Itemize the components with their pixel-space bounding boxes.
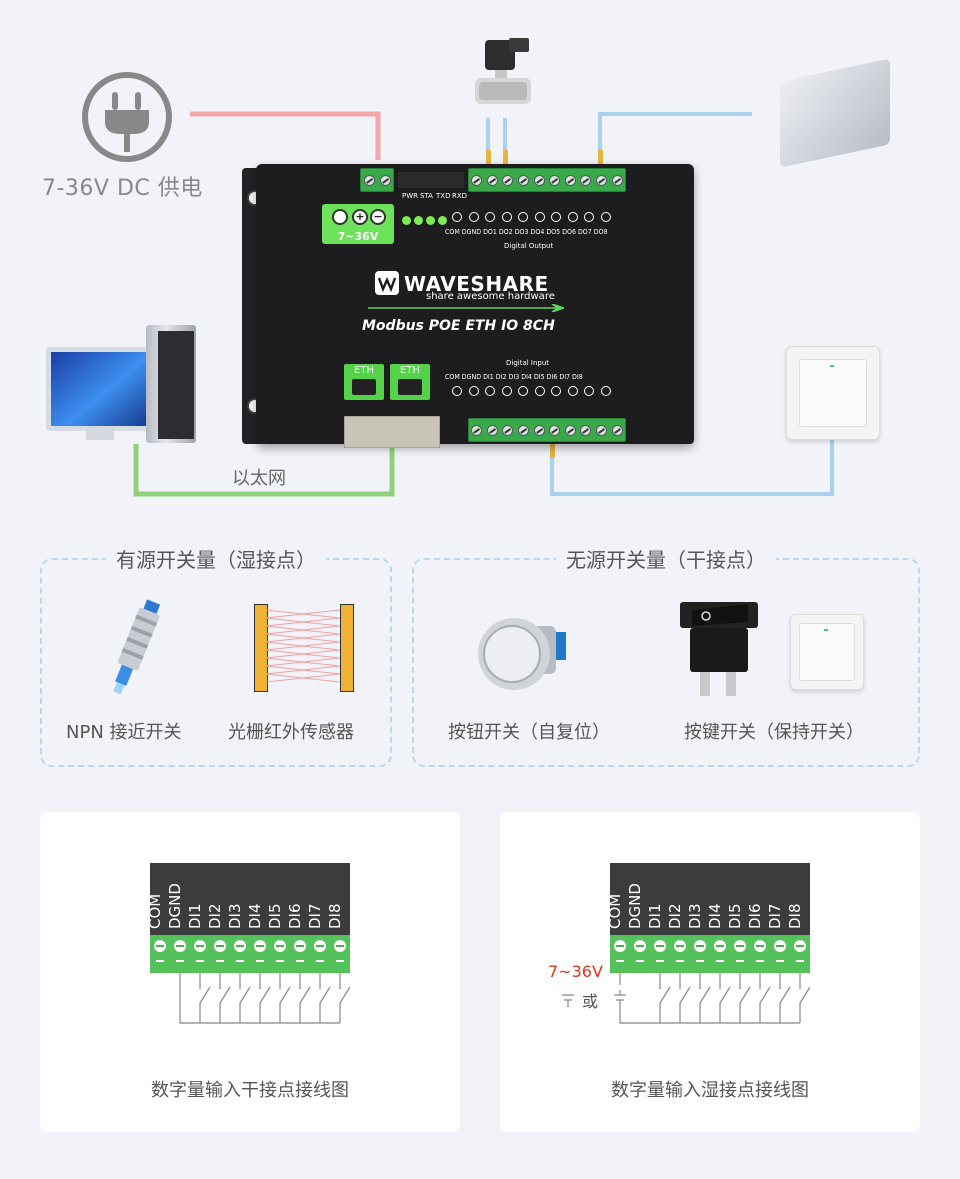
terminal-header: COM DGND DI1 DI2 DI3 DI4 DI5 DI6 DI7 DI8 [606, 863, 810, 935]
pin-label-di5: DI5 [726, 903, 744, 929]
eth-port-label: ETH [400, 365, 420, 376]
monitor-stand [86, 426, 114, 440]
pin-label-di6: DI6 [746, 903, 764, 929]
ethernet-wire [133, 444, 395, 497]
status-led [438, 216, 447, 225]
eth-port-label: ETH [354, 365, 374, 376]
dry-panel-title: 无源开关量（干接点） [556, 548, 776, 572]
pc-tower-image [146, 325, 196, 443]
pin-label-dgnd: DGND [166, 883, 184, 929]
npn-sensor-label: NPN 接近开关 [66, 722, 182, 743]
pin-label-di1: DI1 [646, 903, 664, 929]
pin-label-di1: DI1 [186, 903, 204, 929]
pin-label-di2: DI2 [666, 903, 684, 929]
pin-label-com: COM [146, 893, 164, 929]
wet-contact-switches [562, 973, 810, 1024]
eth-port-1: ETH [344, 364, 384, 400]
pin-label-di2: DI2 [206, 903, 224, 929]
wet-contact-panel: 有源开关量（湿接点） NPN 接近开关 光栅红外传感器 [40, 548, 392, 767]
di-terminal [468, 418, 626, 442]
light-curtain-label: 光栅红外传感器 [228, 722, 354, 743]
wet-wiring-caption: 数字量输入湿接点接线图 [611, 1080, 809, 1101]
lock-wire [598, 112, 752, 162]
pin-label-di8: DI8 [786, 903, 804, 929]
led-label-rxd: RXD [452, 192, 468, 200]
do-pin-circles [452, 212, 617, 222]
pin-label-di3: DI3 [226, 903, 244, 929]
pin-label-di4: DI4 [246, 903, 264, 929]
dry-wiring-caption: 数字量输入干接点接线图 [151, 1080, 349, 1101]
power-label: 7-36V DC 供电 [42, 176, 203, 201]
pin-label-di6: DI6 [286, 903, 304, 929]
rocker-switch-image [680, 602, 758, 696]
voltage-label: 7~36V [548, 962, 603, 981]
wiring-lines [133, 111, 834, 497]
device-model: Modbus POE ETH IO 8CH [362, 318, 555, 334]
brand-underline [368, 304, 564, 312]
device-tagline: share awesome hardware [426, 291, 555, 302]
pin-label-di7: DI7 [306, 903, 324, 929]
io-module: PWR STA TXD RXD + − 7~36V COM DGND DO1 D… [256, 164, 694, 444]
led-label-txd: TXD [436, 192, 451, 200]
di-title: Digital Input [506, 359, 550, 367]
solenoid-valve-image [475, 38, 531, 104]
eth-port-2: ETH [390, 364, 430, 400]
power-plug-icon [82, 72, 172, 162]
di-pin-circles [452, 386, 617, 396]
di-pin-labels: COM DGND DI1 DI2 DI3 DI4 DI5 DI6 DI7 DI8 [445, 373, 583, 381]
pin-label-di5: DI5 [266, 903, 284, 929]
terminal-block [150, 935, 350, 973]
wall-switch-small-image [790, 614, 864, 690]
pin-label-di4: DI4 [706, 903, 724, 929]
do-pin-labels: COM DGND DO1 DO2 DO3 DO4 DO5 DO6 DO7 DO8 [445, 228, 608, 236]
device-brand: WAVESHARE [404, 272, 549, 296]
push-button-image [478, 618, 566, 690]
pin-label-dgnd: DGND [626, 883, 644, 929]
or-label: 或 [582, 992, 599, 1011]
status-led [414, 216, 423, 225]
power-voltage-label: 7~36V [337, 230, 379, 243]
monitor-image [46, 347, 154, 431]
light-curtain-image [254, 604, 354, 692]
wet-panel-title: 有源开关量（湿接点） [106, 548, 326, 572]
push-button-label: 按钮开关（自复位） [448, 722, 610, 743]
ethernet-label: 以太网 [232, 468, 286, 489]
switch-wire [550, 438, 834, 496]
dry-contact-switches [179, 973, 350, 1024]
light-beams [266, 609, 340, 683]
waveshare-logo-icon [375, 271, 399, 295]
power-wire [190, 111, 381, 160]
status-led [402, 216, 411, 225]
pin-label-di7: DI7 [766, 903, 784, 929]
led-label-pwr: PWR [402, 192, 419, 200]
pin-label-com: COM [606, 893, 624, 929]
terminal-header: COM DGND DI1 DI2 DI3 DI4 DI5 DI6 DI7 DI8 [146, 863, 350, 935]
pin-label-di3: DI3 [686, 903, 704, 929]
led-label-sta: STA [420, 192, 433, 200]
wet-wiring-card: COM DGND DI1 DI2 DI3 DI4 DI5 DI6 DI7 DI8… [500, 812, 920, 1132]
ethernet-cable-plug [344, 416, 440, 448]
power-terminal [360, 168, 394, 192]
power-input-block: + − 7~36V [322, 204, 394, 244]
rocker-switch-label: 按键开关（保持开关） [684, 722, 864, 743]
pin-label-di8: DI8 [326, 903, 344, 929]
do-title: Digital Output [504, 242, 554, 250]
do-terminal [468, 168, 626, 192]
terminal-block [610, 935, 810, 973]
dry-wiring-card: COM DGND DI1 DI2 DI3 DI4 DI5 DI6 DI7 DI8… [40, 812, 460, 1132]
wall-switch-image [786, 346, 880, 440]
status-led [426, 216, 435, 225]
dry-contact-panel: 无源开关量（干接点） 按钮开关（自复位） 按键开关（保持开关） [412, 548, 920, 767]
led-bar [398, 172, 464, 188]
npn-proximity-sensor-image [113, 599, 161, 695]
